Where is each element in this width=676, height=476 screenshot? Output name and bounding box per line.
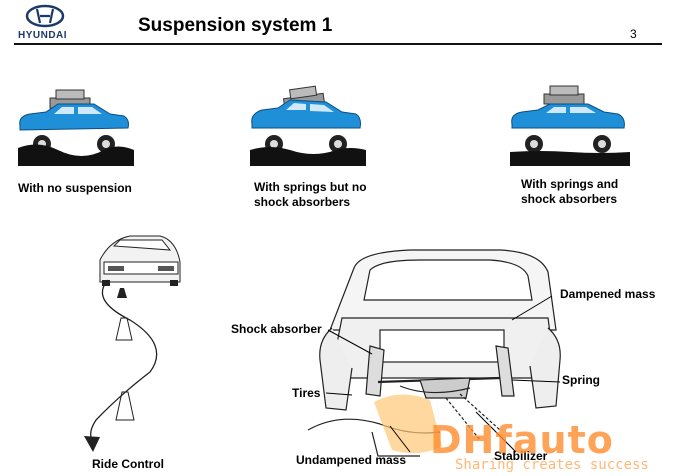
car-springs-and-shock: [510, 85, 630, 166]
label-spring: Spring: [562, 373, 600, 387]
label-tires: Tires: [292, 386, 321, 400]
car-springs-no-shock: [250, 85, 366, 166]
caption-ride-control: Ride Control: [92, 457, 164, 471]
page-title: Suspension system 1: [138, 15, 333, 36]
caption-no-suspension: With no suspension: [18, 181, 132, 195]
label-stabilizer: Stabilizer: [494, 449, 548, 463]
label-shock-absorber: Shock absorber: [231, 322, 322, 336]
watermark-brand: DHfauto: [430, 418, 614, 462]
car-no-suspension: [18, 89, 134, 166]
page-number: 3: [630, 27, 637, 41]
caption-springs-and-shock-line2: shock absorbers: [521, 192, 618, 206]
label-dampened-mass: Dampened mass: [560, 287, 656, 301]
caption-springs-no-shock-line1: With springs but no: [254, 180, 367, 194]
header-divider: [14, 43, 662, 45]
undampened-mass-highlight: [374, 394, 442, 454]
leader-lines: [325, 295, 561, 453]
hyundai-wordmark: HYUNDAI: [18, 30, 68, 41]
watermark-slogan: Sharing creates success: [455, 457, 649, 473]
caption-springs-no-shock-line2: shock absorbers: [254, 195, 351, 209]
caption-springs-and-shock-line1: With springs and: [521, 177, 619, 191]
ride-control-illustration: [84, 235, 181, 452]
label-undampened-mass: Undampened mass: [296, 453, 407, 467]
suspension-diagram: [307, 249, 561, 457]
